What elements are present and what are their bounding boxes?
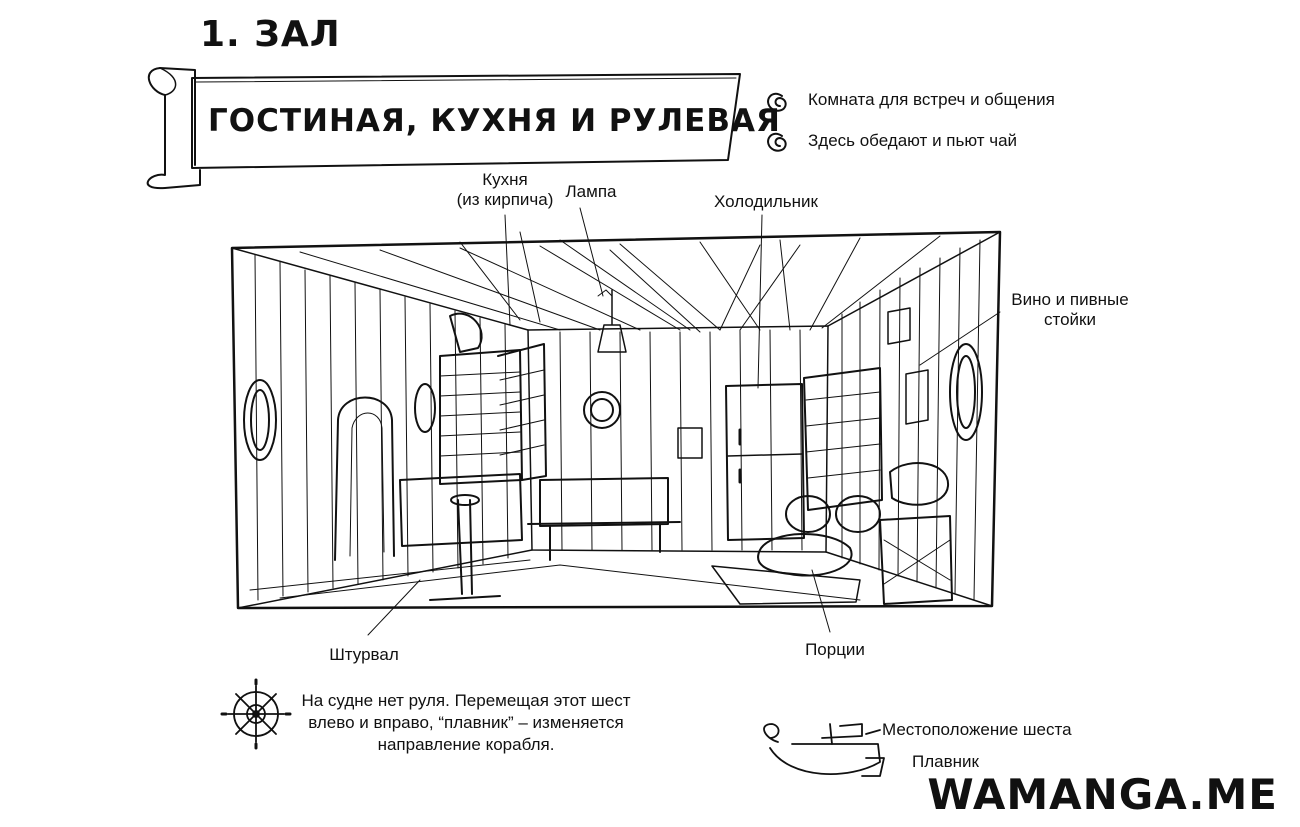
note-item: Комната для встреч и общения: [808, 90, 1055, 109]
label-kitchen-title: Кухня: [482, 170, 528, 189]
room-drawing: [230, 230, 1002, 610]
label-wine-racks: Вино и пивные стойки: [1002, 290, 1138, 330]
label-kitchen-subtitle: (из кирпича): [456, 190, 554, 209]
helm-wheel-icon: [220, 678, 292, 750]
swirl-icon: [767, 92, 787, 112]
swirl-icon: [767, 132, 787, 152]
helm-description: На судне нет руля. Перемещая этот шест в…: [301, 691, 631, 754]
label-fin: Плавник: [912, 752, 979, 771]
label-wine-line-1: Вино и пивные: [1011, 290, 1129, 309]
label-pole-position: Местоположение шеста: [882, 720, 1072, 739]
label-helm: Штурвал: [329, 645, 399, 664]
banner-title: ГОСТИНАЯ, КУХНЯ И РУЛЕВАЯ: [208, 103, 781, 139]
boat-diagram: [763, 723, 885, 777]
watermark: WAMANGA.ME: [927, 770, 1278, 819]
label-fridge: Холодильник: [714, 192, 818, 211]
section-heading: 1. ЗАЛ: [200, 14, 341, 55]
label-portions: Порции: [805, 640, 865, 659]
note-item: Здесь обедают и пьют чай: [808, 131, 1018, 150]
label-kitchen: Кухня (из кирпича): [440, 170, 570, 210]
leader-lines: [367, 207, 1001, 636]
label-lamp: Лампа: [565, 182, 617, 201]
scroll-banner: [146, 67, 741, 190]
label-wine-line-2: стойки: [1044, 310, 1096, 329]
